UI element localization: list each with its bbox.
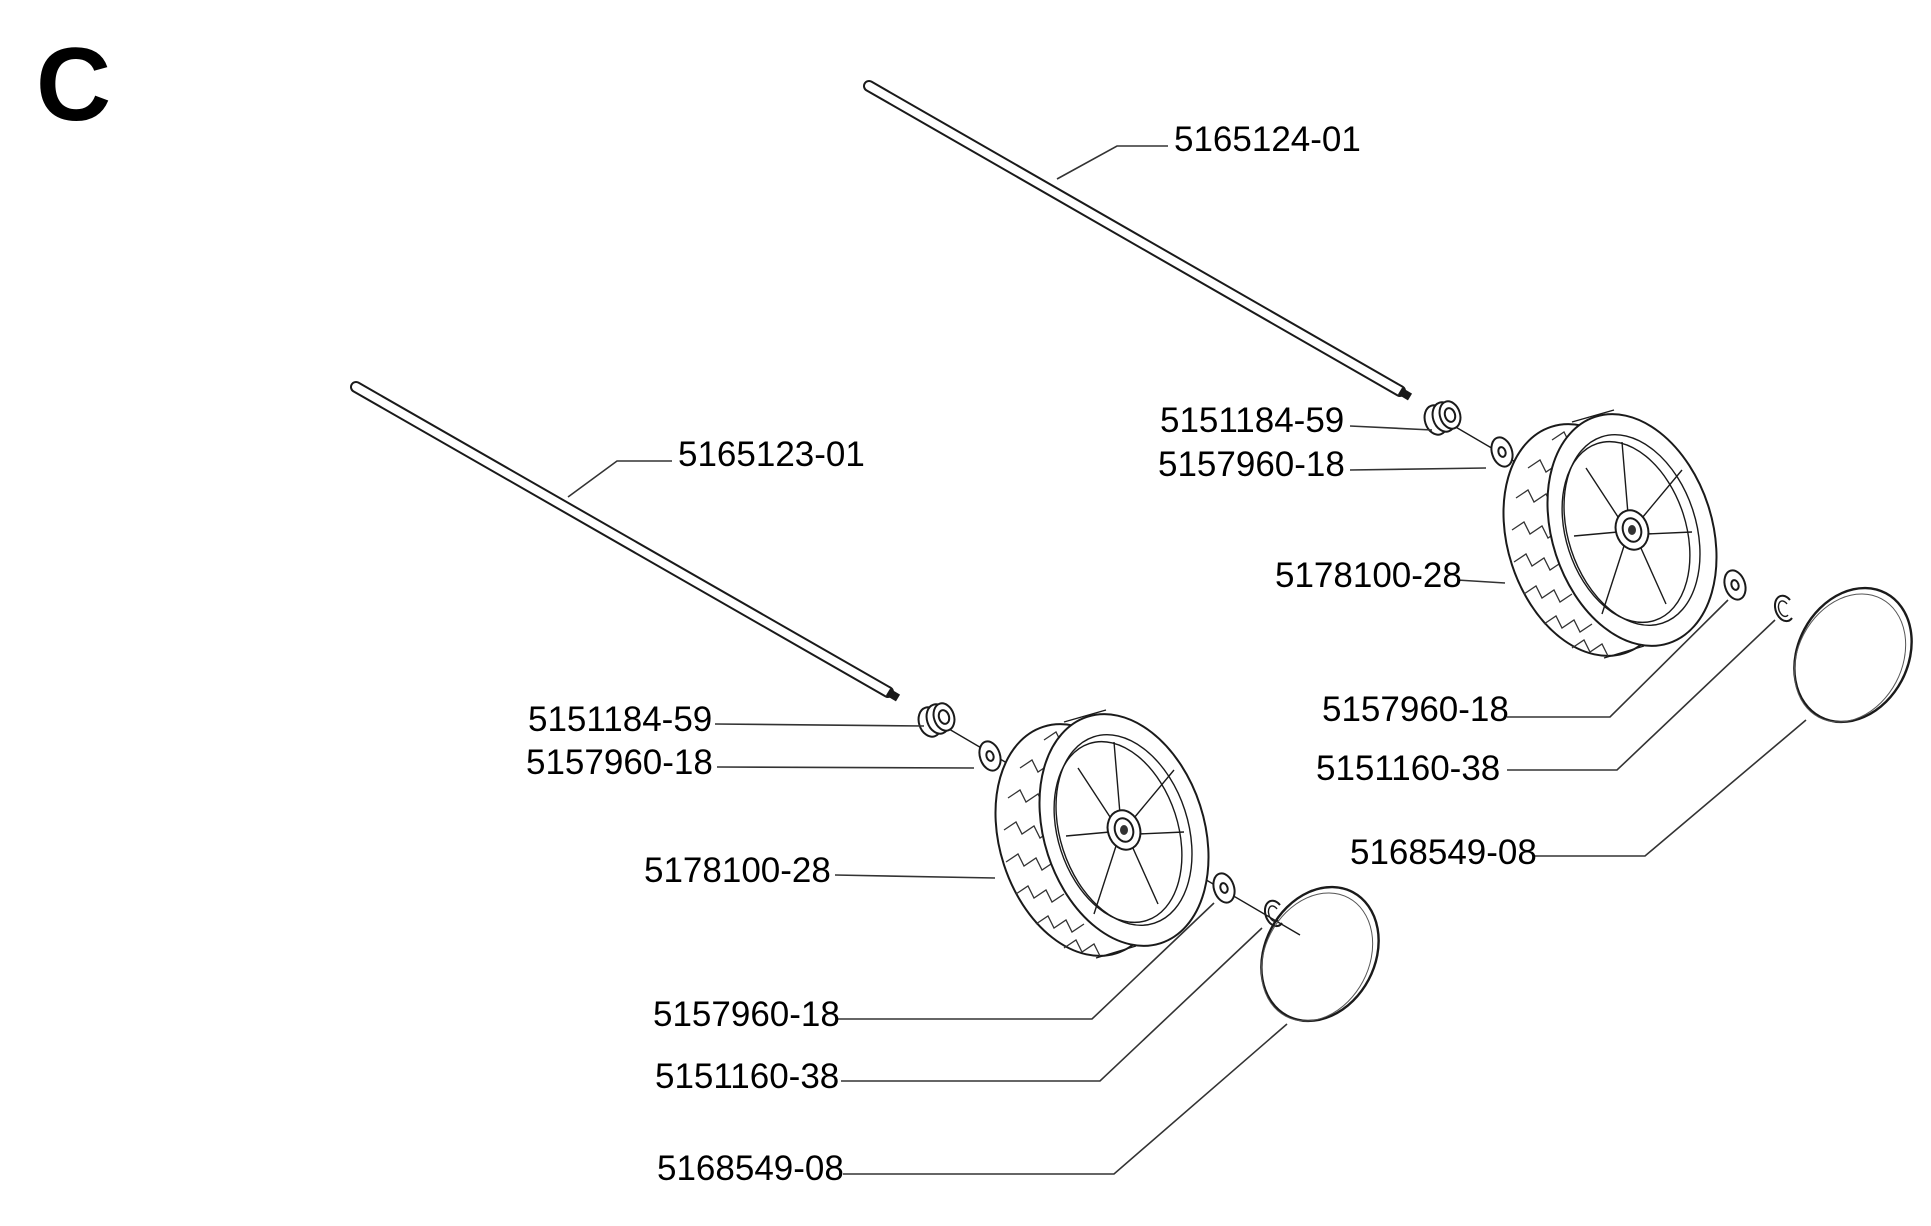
label-washer-lower-outer: 5157960-18 bbox=[653, 995, 840, 1034]
label-bushing-lower: 5151184-59 bbox=[528, 700, 712, 739]
upper-wheel bbox=[1474, 391, 1746, 679]
label-washer-upper-inner: 5157960-18 bbox=[1158, 445, 1345, 484]
label-washer-upper-outer: 5157960-18 bbox=[1322, 690, 1509, 729]
label-wheel-lower: 5178100-28 bbox=[644, 851, 831, 890]
lower-wheel bbox=[966, 691, 1238, 979]
lower-bushing bbox=[913, 699, 959, 741]
upper-hub-cap bbox=[1793, 586, 1913, 724]
label-washer-lower-inner: 5157960-18 bbox=[526, 743, 713, 782]
label-cap-upper: 5168549-08 bbox=[1350, 833, 1537, 872]
lower-hub-cap bbox=[1260, 885, 1380, 1023]
section-letter: C bbox=[36, 27, 111, 143]
label-clip-upper: 5151160-38 bbox=[1316, 749, 1500, 788]
label-cap-lower: 5168549-08 bbox=[657, 1149, 844, 1188]
label-shaft-lower: 5165123-01 bbox=[678, 435, 865, 474]
upper-bushing bbox=[1419, 397, 1465, 439]
upper-clip bbox=[1773, 594, 1793, 623]
label-bushing-upper: 5151184-59 bbox=[1160, 401, 1344, 440]
label-shaft-upper: 5165124-01 bbox=[1174, 120, 1361, 159]
upper-washer-outer bbox=[1719, 566, 1751, 604]
label-clip-lower: 5151160-38 bbox=[655, 1057, 839, 1096]
lower-washer-inner bbox=[974, 737, 1006, 775]
lower-washer-outer bbox=[1208, 869, 1240, 907]
label-wheel-upper: 5178100-28 bbox=[1275, 556, 1462, 595]
